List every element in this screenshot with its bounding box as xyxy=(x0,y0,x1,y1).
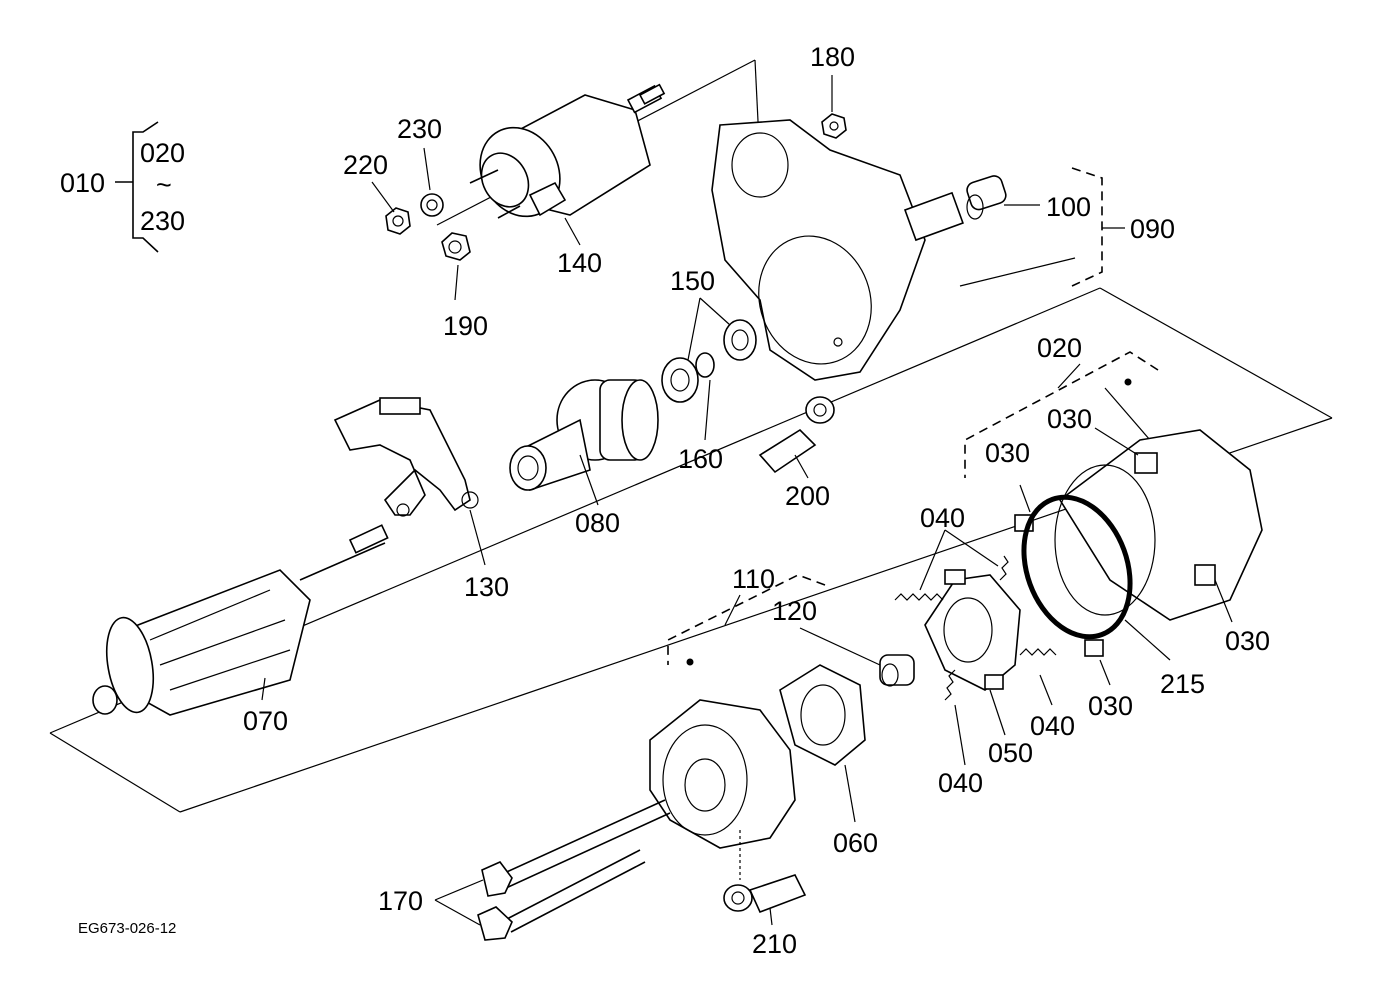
callout-230: 230 xyxy=(397,114,442,144)
callout-030-bottom: 030 xyxy=(1088,691,1133,721)
drive-housing xyxy=(711,119,964,381)
callout-215: 215 xyxy=(1160,669,1205,699)
nut-220 xyxy=(385,207,411,235)
solenoid-switch xyxy=(469,83,666,219)
callout-070: 070 xyxy=(243,706,288,736)
callout-040-right: 040 xyxy=(1030,711,1075,741)
callout-160: 160 xyxy=(678,444,723,474)
assembly-range-to-label: 230 xyxy=(140,206,185,236)
callout-050: 050 xyxy=(988,738,1033,768)
plate-060 xyxy=(779,664,866,766)
shift-lever xyxy=(333,397,479,517)
springs-040 xyxy=(894,555,1057,701)
callout-040-bottom: 040 xyxy=(938,768,983,798)
ring-160 xyxy=(695,352,715,378)
callout-130: 130 xyxy=(464,572,509,602)
callout-030-top: 030 xyxy=(1047,404,1092,434)
callout-090: 090 xyxy=(1130,214,1175,244)
callout-140: 140 xyxy=(557,248,602,278)
callout-020: 020 xyxy=(1037,333,1082,363)
callout-030-right: 030 xyxy=(1225,626,1270,656)
callout-040-top: 040 xyxy=(920,503,965,533)
callout-220: 220 xyxy=(343,150,388,180)
bushing-120 xyxy=(879,654,915,687)
washer-230 xyxy=(420,193,444,217)
armature xyxy=(92,524,389,716)
leader-lines xyxy=(261,75,1233,926)
callout-190: 190 xyxy=(443,311,488,341)
callout-labels: 180 230 220 140 190 100 090 150 160 200 … xyxy=(78,42,1270,959)
callout-110: 110 xyxy=(732,564,775,594)
assembly-frame-lines xyxy=(49,59,1333,813)
callout-080: 080 xyxy=(575,508,620,538)
brush-holder xyxy=(924,569,1021,691)
assembly-range-separator: ~ xyxy=(156,170,172,200)
washer-150 xyxy=(661,319,757,403)
callout-210: 210 xyxy=(752,929,797,959)
rear-end-frame xyxy=(649,574,826,849)
assembly-bracket: 010 020 ~ 230 xyxy=(60,121,185,253)
drawing-code: EG673-026-12 xyxy=(78,920,176,937)
overrunning-clutch xyxy=(509,379,659,492)
o-ring-215 xyxy=(1021,494,1133,640)
callout-170: 170 xyxy=(378,886,423,916)
callout-180: 180 xyxy=(810,42,855,72)
callout-100: 100 xyxy=(1046,192,1091,222)
yoke xyxy=(964,351,1263,657)
callout-200: 200 xyxy=(785,481,830,511)
nut-190 xyxy=(441,232,471,261)
cap-210 xyxy=(723,830,807,914)
callout-120: 120 xyxy=(772,596,817,626)
callout-150: 150 xyxy=(670,266,715,296)
through-bolts xyxy=(477,799,671,941)
grommet-200 xyxy=(758,396,835,474)
assembly-range-from-label: 020 xyxy=(140,138,185,168)
bushing-100 xyxy=(966,175,1007,220)
callout-060: 060 xyxy=(833,828,878,858)
callout-030-left: 030 xyxy=(985,438,1030,468)
bolt-180 xyxy=(821,113,847,139)
assembly-parent-label: 010 xyxy=(60,168,105,198)
